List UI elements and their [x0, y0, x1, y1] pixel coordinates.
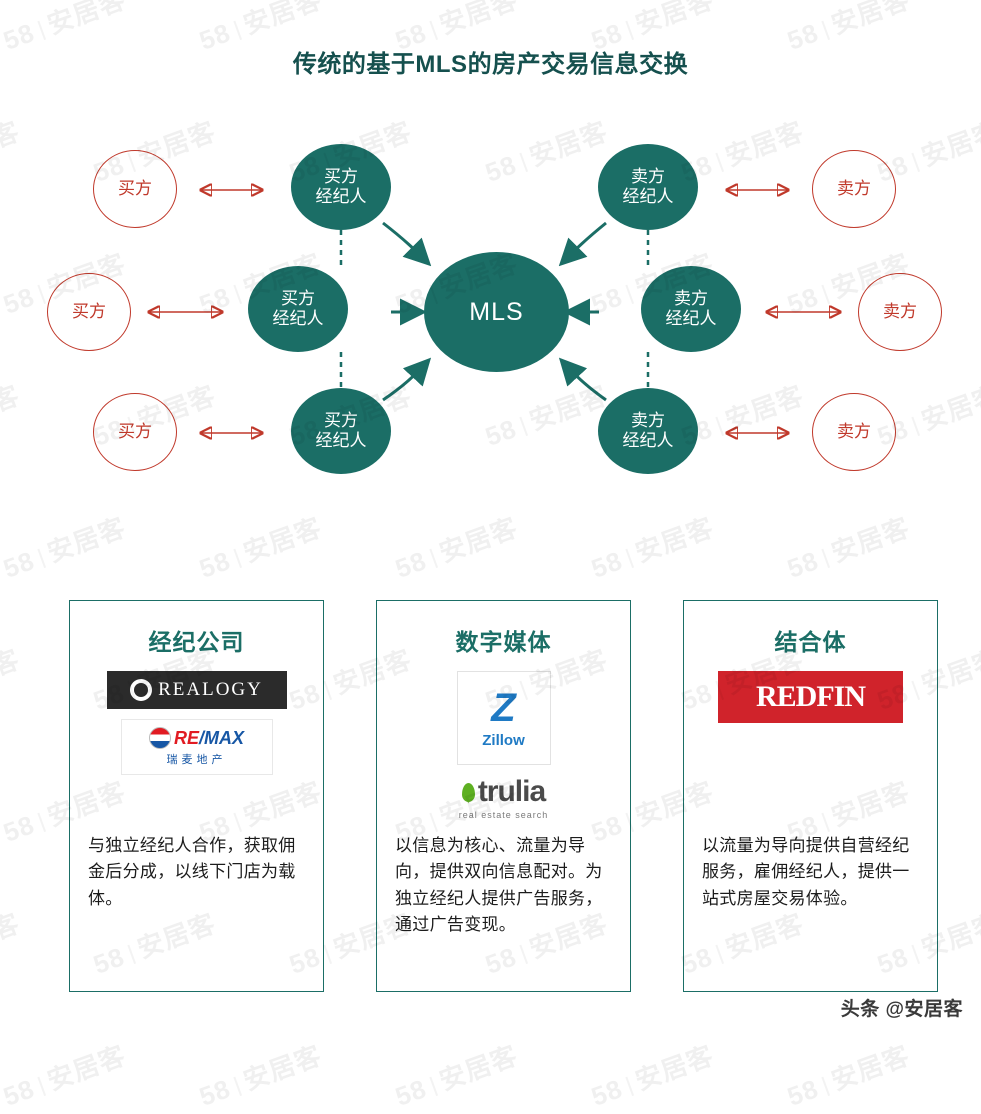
node-label: 买方经纪人 — [272, 289, 324, 328]
zillow-mark-icon: Z — [491, 685, 516, 730]
node-label: 卖方 — [837, 179, 871, 199]
realogy-mark-icon — [130, 679, 153, 701]
node-buyer-2: 买方 — [47, 273, 131, 351]
card-logo-area: REALOGY RE / MAX 瑞麦地产 — [70, 671, 323, 821]
node-buyer-3: 买方 — [93, 393, 177, 471]
node-seller-3: 卖方 — [812, 393, 896, 471]
node-buyer-agent-3: 买方经纪人 — [291, 388, 391, 474]
card-description: 以信息为核心、流量为导向，提供双向信息配对。为独立经纪人提供广告服务，通过广告变… — [395, 836, 603, 935]
diagram-connectors — [0, 100, 981, 560]
zillow-logo: Z Zillow — [456, 671, 551, 765]
zillow-wordmark: Zillow — [482, 731, 525, 749]
card-logo-area: REDFIN — [684, 671, 937, 821]
trulia-logo: trulia real estate search — [459, 775, 549, 820]
card-title: 结合体 — [774, 629, 847, 655]
node-seller-agent-3: 卖方经纪人 — [598, 388, 698, 474]
node-label: 卖方 — [837, 422, 871, 442]
node-label: 卖方 — [883, 302, 917, 322]
card-title: 数字媒体 — [455, 629, 552, 655]
node-label: 卖方经纪人 — [665, 289, 717, 328]
node-label: MLS — [469, 297, 524, 326]
page-title: 传统的基于MLS的房产交易信息交换 — [292, 51, 689, 78]
trulia-wordmark-row: trulia — [461, 775, 546, 809]
card-description: 与独立经纪人合作，获取佣金后分成，以线下门店为载体。 — [88, 836, 296, 908]
node-label: 买方 — [118, 179, 152, 199]
node-label: 卖方经纪人 — [622, 167, 674, 206]
remax-slash: / — [199, 727, 205, 748]
remax-wordmark-row: RE / MAX — [148, 727, 245, 749]
trulia-tagline: real estate search — [458, 810, 549, 820]
node-label: 买方经纪人 — [315, 167, 367, 206]
node-buyer-agent-2: 买方经纪人 — [248, 266, 348, 352]
trulia-wordmark: trulia — [477, 775, 546, 808]
node-seller-2: 卖方 — [858, 273, 942, 351]
redfin-logo: REDFIN — [718, 671, 903, 723]
node-label: 卖方经纪人 — [622, 411, 674, 450]
node-seller-1: 卖方 — [812, 150, 896, 228]
realogy-wordmark: REALOGY — [158, 679, 263, 700]
remax-balloon-icon — [148, 727, 171, 749]
card-title: 经纪公司 — [148, 629, 245, 655]
node-buyer-agent-1: 买方经纪人 — [291, 144, 391, 230]
mls-flow-diagram: MLS 买方经纪人 买方经纪人 买方经纪人 卖方经纪人 卖方经纪人 卖方经纪人 … — [0, 100, 981, 560]
card-logo-area: Z Zillow trulia real estate search — [377, 671, 630, 821]
node-buyer-1: 买方 — [93, 150, 177, 228]
redfin-wordmark: REDFIN — [755, 680, 866, 713]
node-seller-agent-2: 卖方经纪人 — [641, 266, 741, 352]
remax-max: MAX — [204, 727, 245, 748]
node-label: 买方 — [118, 422, 152, 442]
card-brokerage: 经纪公司 REALOGY RE / MAX 瑞麦地产 与独立经纪人合作，获取佣金… — [69, 600, 324, 992]
remax-logo: RE / MAX 瑞麦地产 — [120, 719, 273, 775]
card-digital-media: 数字媒体 Z Zillow trulia real estate search … — [376, 600, 631, 992]
node-seller-agent-1: 卖方经纪人 — [598, 144, 698, 230]
business-model-cards: 经纪公司 REALOGY RE / MAX 瑞麦地产 与独立经纪人合作，获取佣金… — [0, 600, 981, 1000]
remax-re: RE — [173, 727, 199, 748]
realogy-logo: REALOGY — [106, 671, 287, 709]
remax-cn-name: 瑞麦地产 — [166, 754, 227, 766]
node-mls-center: MLS — [424, 252, 569, 372]
card-hybrid: 结合体 REDFIN 以流量为导向提供自营经纪服务，雇佣经纪人，提供一站式房屋交… — [683, 600, 938, 992]
node-label: 买方 — [72, 302, 106, 322]
source-credit: 头条 @安居客 — [840, 999, 963, 1020]
node-label: 买方经纪人 — [315, 411, 367, 450]
card-description: 以流量为导向提供自营经纪服务，雇佣经纪人，提供一站式房屋交易体验。 — [702, 836, 910, 908]
map-pin-icon — [461, 782, 475, 802]
